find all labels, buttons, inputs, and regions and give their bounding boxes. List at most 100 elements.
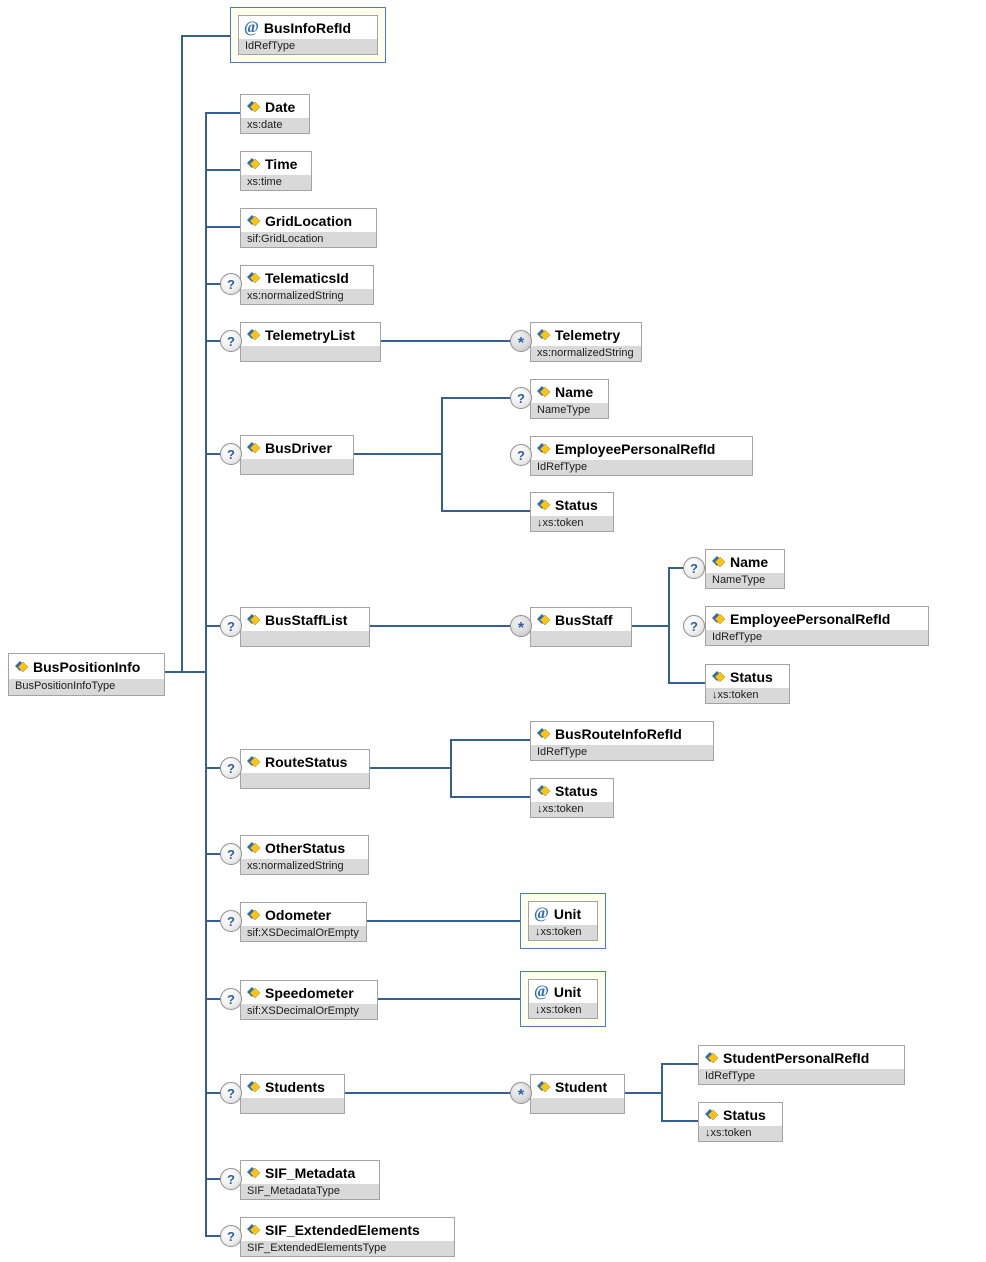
- element-name: Students: [265, 1078, 325, 1095]
- element-box-sif-metadata[interactable]: SIF_Metadata SIF_MetadataType: [240, 1160, 380, 1200]
- element-box-other-status[interactable]: OtherStatus xs:normalizedString: [240, 835, 369, 875]
- element-box-students[interactable]: Students: [240, 1074, 345, 1114]
- element-icon: [711, 612, 725, 625]
- element-box-telematics-id[interactable]: TelematicsId xs:normalizedString: [240, 265, 374, 305]
- element-box-route-status-status[interactable]: Status ↓xs:token: [530, 778, 614, 818]
- connector-line: [376, 998, 520, 1000]
- element-box-bus-route-info-ref-id[interactable]: BusRouteInfoRefId IdRefType: [530, 721, 714, 761]
- element-name: Name: [730, 553, 769, 570]
- element-box-student-status[interactable]: Status ↓xs:token: [698, 1102, 783, 1142]
- element-name: Student: [555, 1078, 608, 1095]
- element-icon: [246, 1080, 260, 1093]
- repeat-indicator: *: [510, 1082, 532, 1104]
- element-type: [241, 631, 369, 646]
- element-box-grid-location[interactable]: GridLocation sif:GridLocation: [240, 208, 377, 248]
- element-icon: [711, 670, 725, 683]
- connector-line: [165, 671, 207, 673]
- optional-indicator: ?: [220, 443, 242, 465]
- attribute-box-speedometer-unit[interactable]: @ Unit ↓xs:token: [520, 971, 606, 1027]
- element-icon: [246, 157, 260, 170]
- connector-line: [368, 625, 530, 627]
- attribute-icon: @: [534, 904, 549, 922]
- element-name: BusRouteInfoRefId: [555, 725, 682, 742]
- element-box-bus-driver[interactable]: BusDriver: [240, 435, 354, 475]
- element-type: xs:date: [241, 118, 309, 133]
- attribute-type: ↓xs:token: [529, 1003, 597, 1018]
- element-box-time[interactable]: Time xs:time: [240, 151, 312, 191]
- element-box-bus-staff-list[interactable]: BusStaffList: [240, 607, 370, 647]
- element-box-bus-staff-status[interactable]: Status ↓xs:token: [705, 664, 790, 704]
- element-icon: [536, 385, 550, 398]
- element-box-route-status[interactable]: RouteStatus: [240, 749, 370, 789]
- optional-indicator: ?: [220, 1225, 242, 1247]
- element-icon: [246, 1166, 260, 1179]
- element-type: [241, 346, 380, 361]
- attribute-icon: @: [534, 982, 549, 1000]
- element-icon: [536, 328, 550, 341]
- connector-line: [365, 920, 520, 922]
- element-box-date[interactable]: Date xs:date: [240, 94, 310, 134]
- element-box-bus-driver-employee-personal-ref-id[interactable]: EmployeePersonalRefId IdRefType: [530, 436, 753, 476]
- element-icon: [536, 613, 550, 626]
- optional-indicator: ?: [220, 757, 242, 779]
- connector-line: [450, 739, 530, 741]
- connector-line: [205, 112, 240, 114]
- element-icon: [536, 442, 550, 455]
- connector-line: [352, 453, 441, 455]
- connector-line: [668, 567, 670, 683]
- element-type: [531, 631, 631, 646]
- element-name: Status: [723, 1106, 766, 1123]
- element-box-bus-staff-name[interactable]: Name NameType: [705, 549, 785, 589]
- element-box-bus-staff[interactable]: BusStaff: [530, 607, 632, 647]
- element-name: Date: [265, 98, 296, 115]
- element-box-bus-staff-employee-personal-ref-id[interactable]: EmployeePersonalRefId IdRefType: [705, 606, 929, 646]
- attribute-type: IdRefType: [239, 39, 377, 54]
- element-name: RouteStatus: [265, 753, 348, 770]
- element-box-student-personal-ref-id[interactable]: StudentPersonalRefId IdRefType: [698, 1045, 905, 1085]
- element-box-bus-driver-name[interactable]: Name NameType: [530, 379, 609, 419]
- element-box-odometer[interactable]: Odometer sif:XSDecimalOrEmpty: [240, 902, 367, 942]
- element-name: EmployeePersonalRefId: [555, 440, 716, 457]
- element-type: [241, 1098, 344, 1113]
- connector-line: [205, 169, 240, 171]
- element-box-student[interactable]: Student: [530, 1074, 625, 1114]
- optional-indicator: ?: [220, 988, 242, 1010]
- element-icon: [246, 100, 260, 113]
- optional-indicator: ?: [220, 910, 242, 932]
- connector-line: [368, 767, 450, 769]
- optional-indicator: ?: [220, 615, 242, 637]
- element-type: ↓xs:token: [531, 516, 613, 531]
- element-icon: [536, 498, 550, 511]
- connector-line: [181, 35, 230, 37]
- element-name: SIF_ExtendedElements: [265, 1221, 420, 1238]
- element-icon: [536, 1080, 550, 1093]
- element-box-speedometer[interactable]: Speedometer sif:XSDecimalOrEmpty: [240, 980, 378, 1020]
- connector-line: [630, 625, 668, 627]
- element-type: sif:XSDecimalOrEmpty: [241, 926, 366, 941]
- element-name: Odometer: [265, 906, 332, 923]
- element-type: IdRefType: [706, 630, 928, 645]
- attribute-box-bus-info-ref-id[interactable]: @ BusInfoRefId IdRefType: [230, 7, 386, 63]
- element-name: Status: [730, 668, 773, 685]
- repeat-indicator: *: [510, 615, 532, 637]
- attribute-box-odometer-unit[interactable]: @ Unit ↓xs:token: [520, 893, 606, 949]
- element-name: BusStaff: [555, 611, 613, 628]
- element-type: IdRefType: [531, 460, 752, 475]
- attribute-type: ↓xs:token: [529, 925, 597, 940]
- element-name: BusStaffList: [265, 611, 348, 628]
- connector-line: [661, 1063, 698, 1065]
- element-icon: [246, 986, 260, 999]
- element-name: Name: [555, 383, 594, 400]
- element-type: IdRefType: [699, 1069, 904, 1084]
- element-box-telemetry-list[interactable]: TelemetryList: [240, 322, 381, 362]
- element-box-telemetry[interactable]: Telemetry xs:normalizedString: [530, 322, 642, 362]
- element-icon: [246, 841, 260, 854]
- element-type: ↓xs:token: [706, 688, 789, 703]
- element-box-bus-driver-status[interactable]: Status ↓xs:token: [530, 492, 614, 532]
- element-type: [241, 459, 353, 474]
- element-box-sif-extended-elements[interactable]: SIF_ExtendedElements SIF_ExtendedElement…: [240, 1217, 455, 1257]
- element-icon: [536, 727, 550, 740]
- element-type: SIF_MetadataType: [241, 1184, 379, 1199]
- element-box-bus-position-info[interactable]: BusPositionInfo BusPositionInfoType: [8, 653, 165, 696]
